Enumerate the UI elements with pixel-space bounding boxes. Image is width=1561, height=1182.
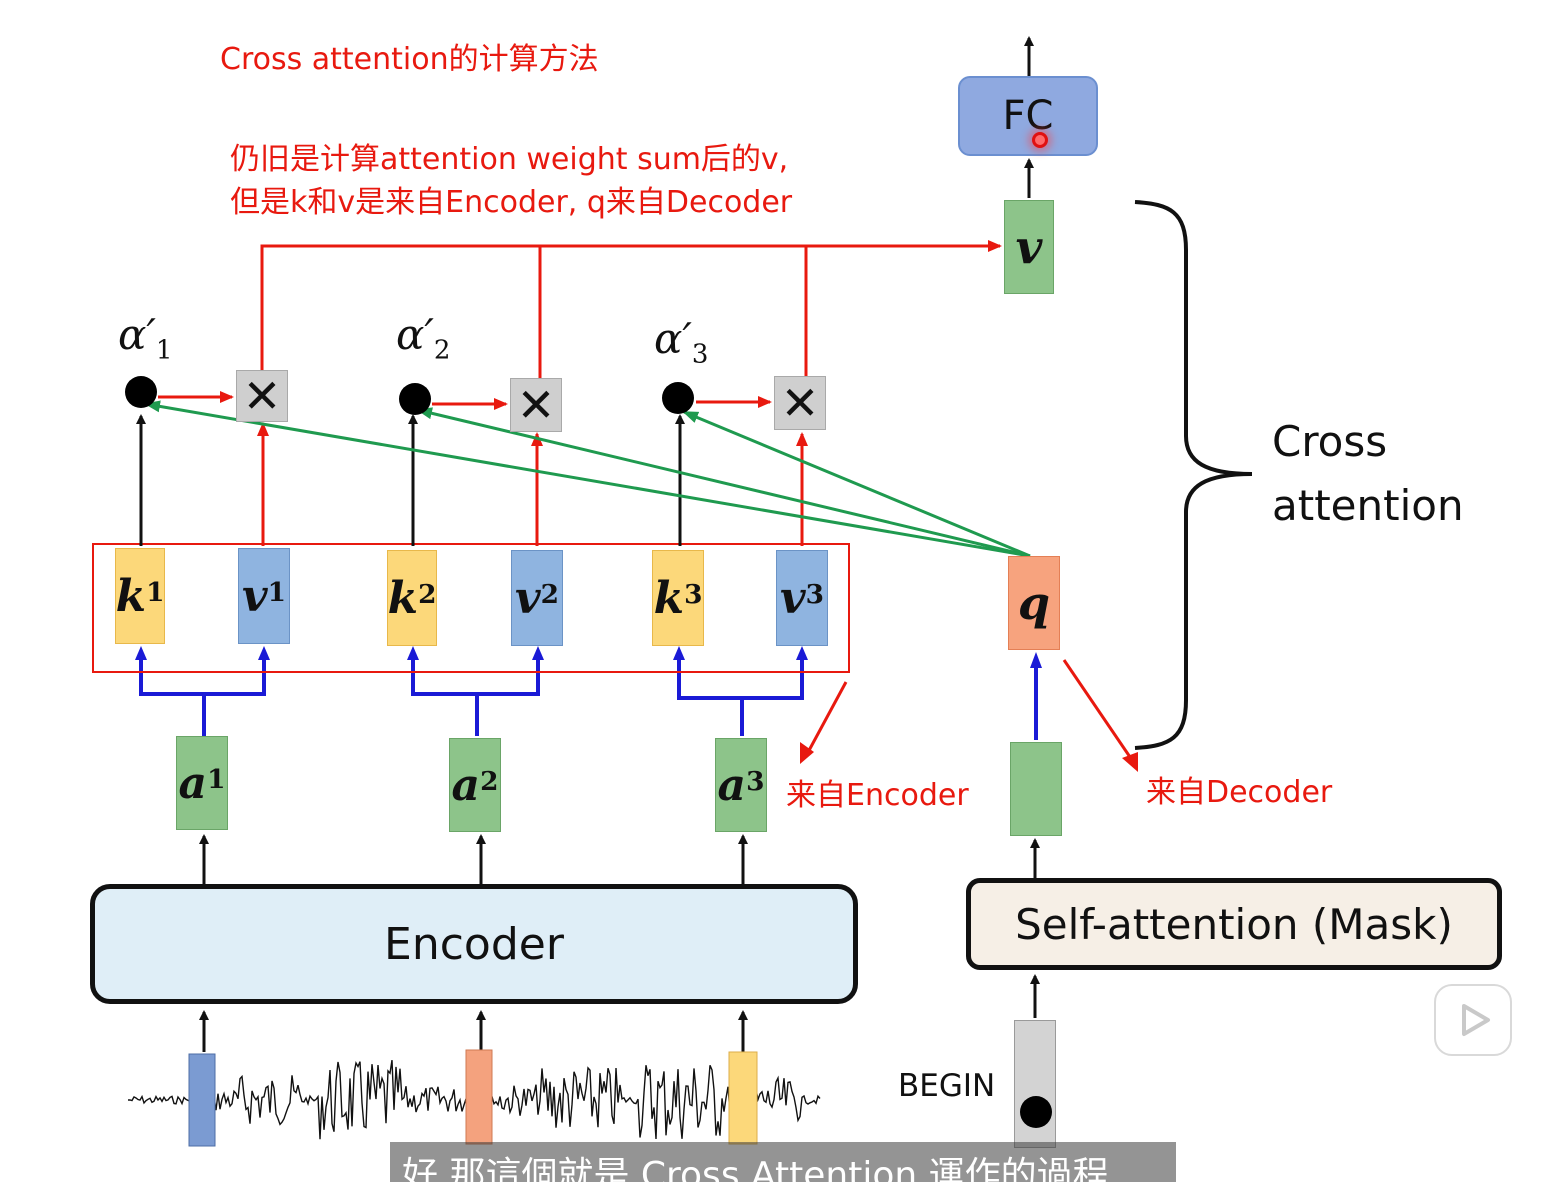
begin-token-label: BEGIN [898, 1068, 996, 1104]
input-token-3 [728, 1051, 758, 1145]
cross-attention-brace [1134, 200, 1253, 750]
cross-attention-label-line-2: attention [1272, 481, 1464, 530]
attention-score-label-1: α′1 [118, 310, 173, 366]
input-token-1 [188, 1053, 216, 1147]
attention-score-node-2 [399, 383, 431, 415]
attention-score-label-3: α′3 [654, 314, 709, 370]
decoder-hidden-vector [1010, 742, 1062, 836]
multiply-node-1: ✕ [236, 370, 288, 422]
diagram-title: Cross attention的计算方法 [220, 42, 599, 77]
value-to-multiply-arrows [257, 422, 808, 546]
begin-token-dot [1020, 1096, 1052, 1128]
cross-attention-label: Cross attention [1272, 410, 1464, 538]
fc-label: FC [1002, 93, 1054, 139]
weighted-sum-vector: v [1004, 200, 1054, 294]
play-button[interactable] [1434, 984, 1512, 1056]
key-to-score-arrows [136, 414, 685, 546]
encoder-output-arrows [199, 834, 1040, 884]
encoder-kv-highlight-box [92, 543, 850, 673]
input-arrows [199, 974, 1040, 1052]
attention-score-node-3 [662, 382, 694, 414]
score-to-multiply-arrows [158, 391, 772, 410]
pointer-cursor-icon [1032, 132, 1048, 148]
multiply-node-3: ✕ [774, 376, 826, 430]
masked-self-attention-block: Self-attention (Mask) [966, 878, 1502, 970]
input-token-2 [465, 1049, 493, 1145]
attention-score-node-1 [125, 376, 157, 408]
projection-arrowheads [135, 646, 1042, 668]
encoder-block: Encoder [90, 884, 858, 1004]
self-attention-label: Self-attention (Mask) [1015, 899, 1453, 949]
video-subtitle-text: 好 那這個就是 Cross Attention 運作的過程 [402, 1155, 1109, 1182]
weighted-sum-lines [260, 240, 1002, 378]
explanation-line-2: 但是k和v是来自Encoder, q来自Decoder [230, 185, 793, 220]
query-to-score-arrows [144, 400, 1031, 558]
multiply-node-2: ✕ [510, 378, 562, 432]
encoder-label: Encoder [384, 918, 564, 970]
projection-arrows [139, 658, 1038, 740]
from-decoder-label: 来自Decoder [1146, 775, 1333, 810]
attention-score-label-2: α′2 [396, 310, 451, 366]
fully-connected-layer: FC [958, 76, 1098, 156]
annotation-pointers [800, 659, 1138, 772]
begin-token [1014, 1020, 1056, 1148]
from-encoder-label: 来自Encoder [786, 778, 969, 813]
play-icon [1462, 1004, 1490, 1036]
query-vector: q [1008, 556, 1060, 650]
cross-attention-label-line-1: Cross [1272, 417, 1388, 466]
explanation-line-1: 仍旧是计算attention weight sum后的v, [230, 142, 789, 177]
video-subtitle-bar: 好 那這個就是 Cross Attention 運作的過程 [390, 1142, 1176, 1182]
